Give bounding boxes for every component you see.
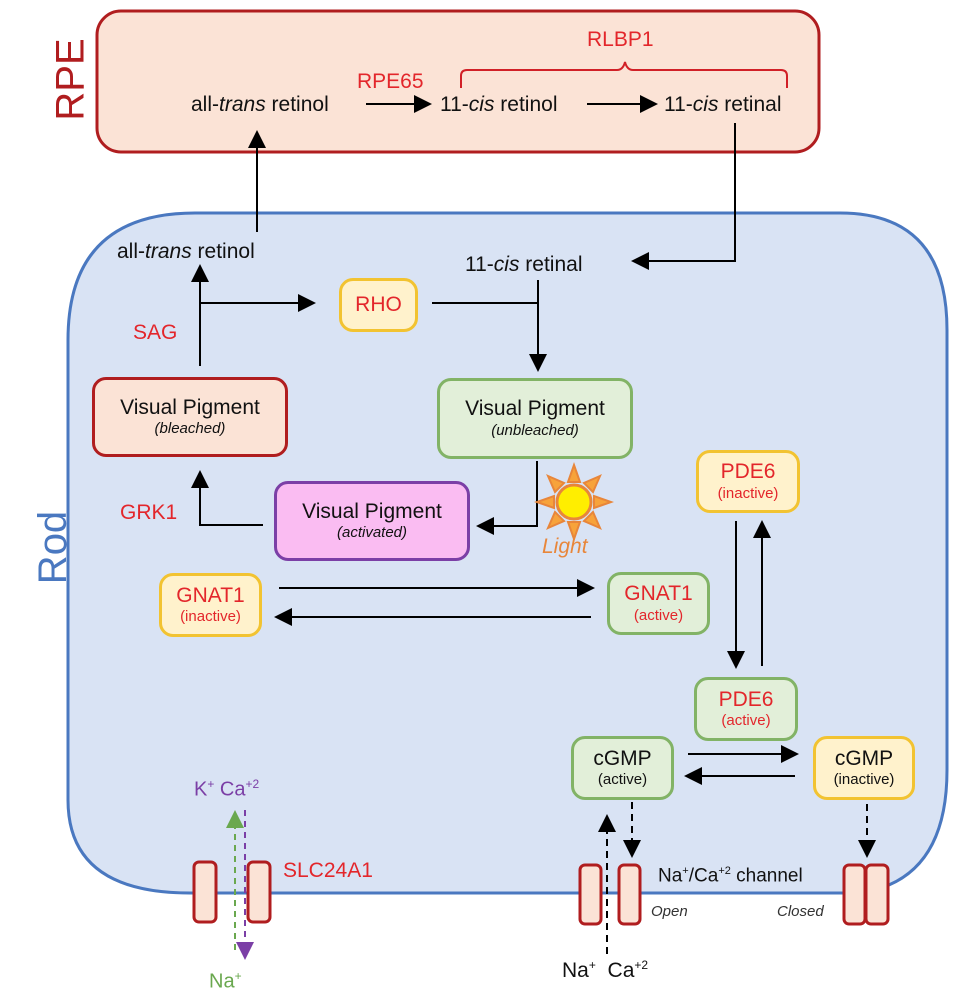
- slc24a1-efflux-ions: K+ Ca+2: [194, 777, 260, 801]
- sun-icon: [533, 461, 615, 543]
- closed-channel-subunit-right: [864, 863, 890, 926]
- rpe-11-cis-retinol: 11-cis retinol: [440, 93, 558, 116]
- open-channel-subunit-right: [617, 863, 642, 926]
- enzyme-rpe65: RPE65: [357, 70, 424, 93]
- node-cgmp-inactive: cGMP (inactive): [813, 736, 915, 800]
- slc24a1-influx-ion: Na+: [209, 969, 242, 993]
- node-pde6-active: PDE6 (active): [694, 677, 798, 741]
- rpe-compartment: [95, 9, 821, 154]
- node-visual-pigment-bleached: Visual Pigment (bleached): [92, 377, 288, 457]
- rlbp1-bracket: [460, 61, 788, 88]
- node-gnat1-active: GNAT1 (active): [607, 572, 710, 635]
- enzyme-grk1: GRK1: [120, 501, 178, 524]
- rod-11-cis-retinal: 11-cis retinal: [465, 253, 583, 276]
- node-cgmp-active: cGMP (active): [571, 736, 674, 800]
- rod-all-trans-retinol: all-trans retinol: [117, 240, 255, 263]
- closed-channel-subunit-left: [842, 863, 867, 926]
- channel-influx-ions: Na+ Ca+2: [562, 958, 649, 982]
- rod-label: Rod: [31, 510, 76, 585]
- rpe-all-trans-retinol: all-trans retinol: [191, 93, 329, 116]
- exchanger-slc24a1: SLC24A1: [283, 859, 373, 882]
- node-visual-pigment-unbleached: Visual Pigment (unbleached): [437, 378, 633, 459]
- arrow-unbleached-to-activated: [476, 461, 538, 535]
- channel-open-label: Open: [651, 903, 688, 920]
- arrow-activated-to-bleached: [191, 470, 263, 526]
- channel-closed-label: Closed: [777, 903, 824, 920]
- arrow-rpe-to-rod: [631, 123, 736, 270]
- channel-label: Na+/Ca+2 channel: [658, 865, 803, 887]
- node-rho: RHO: [339, 278, 418, 332]
- slc24a1-subunit-right: [246, 860, 272, 924]
- node-pde6-inactive: PDE6 (inactive): [696, 450, 800, 513]
- slc24a1-subunit-left: [192, 860, 218, 924]
- rpe-11-cis-retinal: 11-cis retinal: [664, 93, 782, 116]
- node-visual-pigment-activated: Visual Pigment (activated): [274, 481, 470, 561]
- enzyme-sag: SAG: [133, 321, 178, 344]
- open-channel-subunit-left: [578, 863, 603, 926]
- node-gnat1-inactive: GNAT1 (inactive): [159, 573, 262, 637]
- enzyme-rlbp1: RLBP1: [587, 28, 654, 51]
- rpe-label: RPE: [48, 38, 93, 121]
- light-label: Light: [542, 535, 588, 558]
